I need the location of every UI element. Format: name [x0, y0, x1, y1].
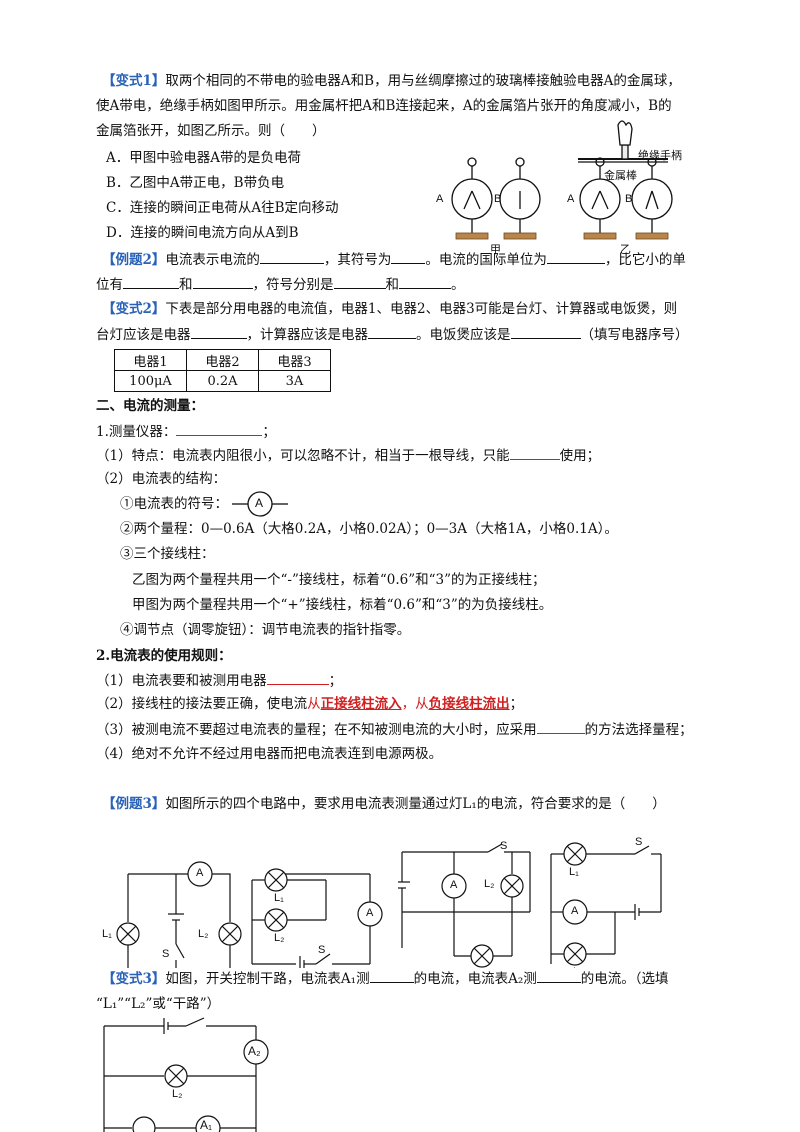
meter-a1: A₁ — [200, 1118, 213, 1132]
table-cell: 0.2A — [186, 370, 259, 392]
meter-b: A — [366, 907, 374, 919]
label-rod: 金属棒 — [604, 170, 637, 182]
q1-tag: 【变式1】 — [102, 73, 166, 89]
ex2-tag: 【例题2】 — [102, 252, 166, 268]
circuit-c: A L₂ L₁ S C. — [398, 840, 538, 986]
label-a-left: A — [436, 193, 444, 205]
q2-line1: 【变式2】下表是部分用电器的电流值，电器1、电器2、电器3可能是台灯、计算器或电… — [102, 301, 678, 317]
switch-a: S — [162, 948, 170, 960]
q1-option-b: B．乙图中A带正电，B带负电 — [106, 175, 285, 191]
table-header: 电器1 — [114, 349, 187, 371]
label-b-left: B — [494, 193, 502, 205]
meter-a2: A₂ — [248, 1044, 261, 1058]
q1-line2: 使A带电，绝缘手柄如图甲所示。用金属杆把A和B连接起来，A的金属箔片张开的角度减… — [96, 98, 672, 114]
ammeter-symbol: A — [232, 490, 288, 518]
sec2-l2: （1）特点：电流表内阻很小，可以忽略不计，相当于一根导线，只能使用； — [96, 445, 600, 466]
ex2-line1: 【例题2】电流表示电流的，其符号为。电流的国际单位为，比它小的单 — [102, 249, 686, 270]
rule-4: （4）绝对不允许不经过用电器而把电流表连到电源两极。 — [96, 746, 443, 762]
label-jia: 甲 — [490, 244, 501, 256]
ex3-line: 【例题3】如图所示的四个电路中，要求用电流表测量通过灯L₁的电流，符合要求的是（… — [102, 796, 666, 812]
sec2-l9: ④调节点（调零旋钮）：调节电流表的指针指零。 — [120, 622, 411, 638]
q3-tag: 【变式3】 — [102, 971, 166, 987]
label-a-right: A — [567, 193, 575, 205]
lamp-l1-b: L₁ — [274, 892, 284, 904]
meter-a: A — [196, 867, 204, 879]
q1-line1: 【变式1】取两个相同的不带电的验电器A和B，用与丝绸摩擦过的玻璃棒接触验电器A的… — [102, 73, 681, 89]
q1-option-d: D．连接的瞬间电流方向从A到B — [106, 225, 299, 241]
section-title: 二、电流的测量： — [96, 398, 204, 414]
ex3-tag: 【例题3】 — [102, 796, 166, 812]
q3-line2: “L₁”“L₂”或“干路”） — [96, 996, 221, 1012]
rule-3: （3）被测电流不要超过电流表的量程；在不知被测电流的大小时，应采用的方法选择量程… — [96, 719, 693, 740]
sec2-l6: ③三个接线柱： — [120, 546, 215, 562]
circuit-b: A L₁ L₂ S B. — [246, 852, 394, 987]
q2-tag: 【变式2】 — [102, 301, 166, 317]
lamp-l1-a: L₁ — [102, 928, 112, 940]
table-header: 电器2 — [186, 349, 259, 371]
table-header: 电器3 — [258, 349, 331, 371]
rule-1: （1）电流表要和被测用电器； — [96, 670, 342, 691]
q1-option-a: A．甲图中验电器A带的是负电荷 — [106, 150, 301, 166]
lamp-l2-a: L₂ — [198, 928, 209, 940]
meter-d: A — [571, 905, 579, 917]
lamp-l1-d: L₁ — [569, 866, 579, 878]
rule-2: （2）接线柱的接法要正确，使电流从正接线柱流入，从负接线柱流出； — [96, 696, 524, 712]
label-yi: 乙 — [620, 244, 631, 256]
sec2-l8: 甲图为两个量程共用一个“+”接线柱，标着“0.6”和“3”的为负接线柱。 — [132, 597, 553, 613]
sec2-l4: ①电流表的符号： — [120, 496, 228, 512]
q1-line3: 金属箔张开，如图乙所示。则（ ） — [96, 123, 326, 139]
table-cell: 3A — [258, 370, 331, 392]
label-b-right: B — [625, 193, 633, 205]
table-cell: 100μA — [114, 370, 187, 392]
appliance-table: 电器1 电器2 电器3 100μA 0.2A 3A — [114, 349, 331, 392]
switch-c: S — [500, 840, 508, 852]
sec2-l1: 1.测量仪器：； — [96, 421, 276, 442]
circuit-a: A L₁ L₂ S A. — [98, 852, 248, 987]
electroscope-figure: A B A B 绝缘手柄 金属棒 甲 乙 — [430, 115, 700, 256]
lamp-l2-b: L₂ — [274, 932, 285, 944]
sec2-l7: 乙图为两个量程共用一个“-”接线柱，标着“0.6”和“3”的为正接线柱； — [132, 572, 546, 588]
switch-d: S — [635, 836, 643, 848]
ex2-line2: 位有和，符号分别是和。 — [96, 274, 465, 295]
sec2-l5: ②两个量程：0—0.6A（大格0.2A，小格0.02A）；0—3A（大格1A，小… — [120, 521, 618, 537]
ammeter-letter: A — [255, 496, 264, 510]
rules-title: 2.电流表的使用规则： — [96, 648, 232, 664]
lamp-l2-c: L₂ — [484, 878, 495, 890]
q3-line1: 【变式3】如图，开关控制干路，电流表A₁测的电流，电流表A₂测的电流。（选填 — [102, 968, 669, 989]
switch-b: S — [318, 944, 326, 956]
q2-line2: 台灯应该是电器，计算器应该是电器。电饭煲应该是（填写电器序号） — [96, 324, 689, 345]
meter-c: A — [450, 879, 458, 891]
sec2-l3: （2）电流表的结构： — [96, 471, 227, 487]
q1-option-c: C．连接的瞬间正电荷从A往B定向移动 — [106, 200, 339, 216]
label-handle: 绝缘手柄 — [638, 150, 682, 162]
circuit-q3: A₂ L₂ A₁ — [96, 1016, 286, 1132]
lamp-l2-q3: L₂ — [172, 1088, 183, 1100]
